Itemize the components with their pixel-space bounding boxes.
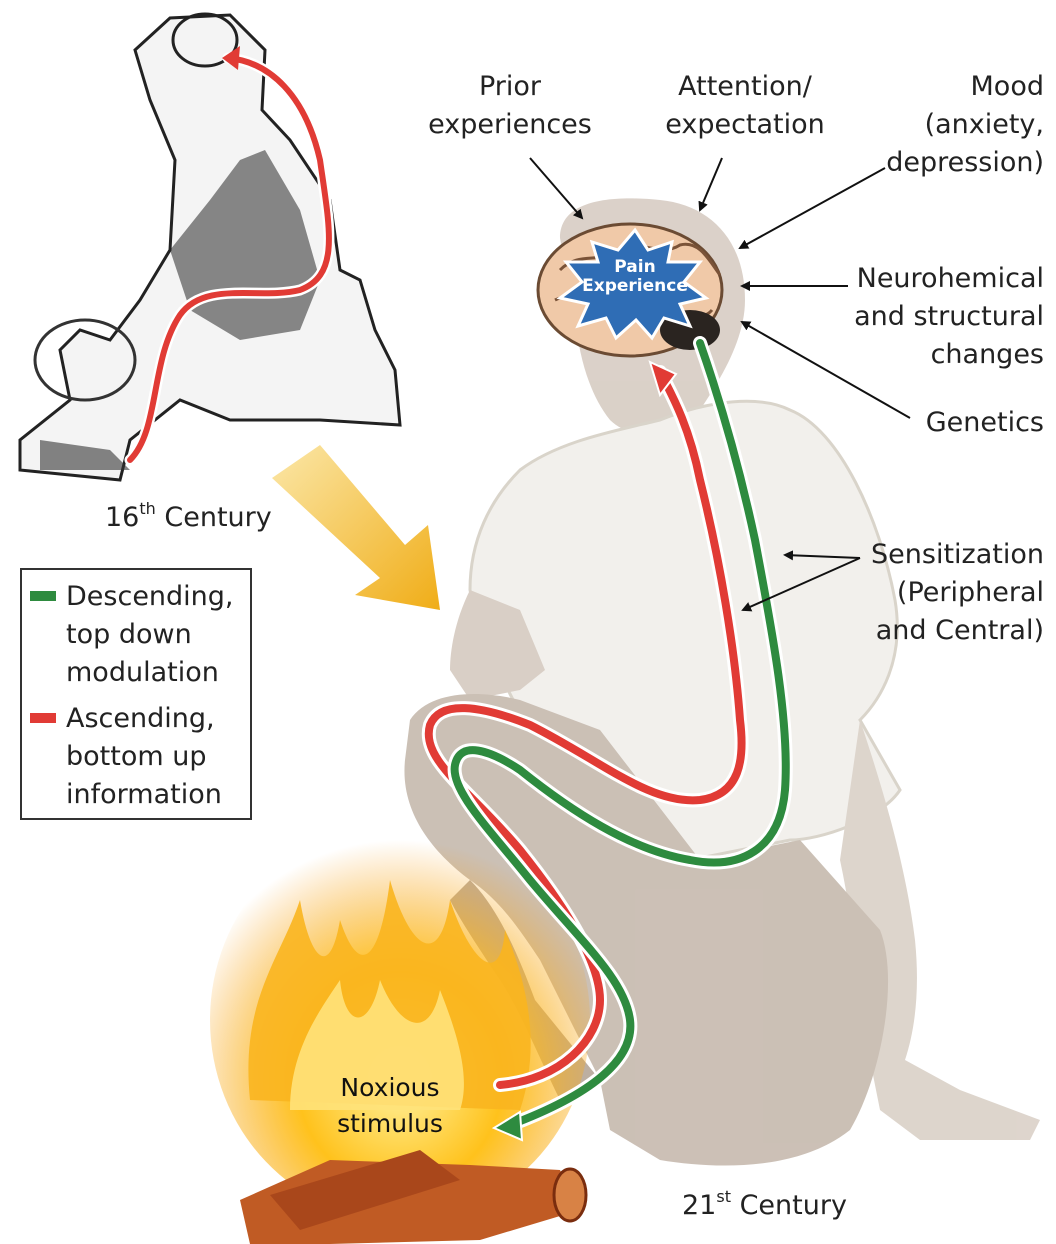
- label-genetics: Genetics: [880, 404, 1044, 442]
- arrow-attention: [700, 158, 722, 210]
- noxious-line2: stimulus: [335, 1106, 445, 1142]
- label-16th-century: 16th Century: [105, 492, 272, 537]
- century21-suffix: st: [716, 1187, 731, 1206]
- pain-experience-label: Pain Experience: [575, 258, 695, 296]
- label-mood-line3: depression): [840, 144, 1044, 182]
- legend-descending-line1: Descending,: [66, 578, 234, 616]
- legend-swatch-ascending: [30, 713, 56, 723]
- label-sensitization-line3: and Central): [830, 612, 1044, 650]
- century16-word: Century: [164, 502, 271, 533]
- legend-ascending-line2: bottom up: [66, 738, 222, 776]
- noxious-line1: Noxious: [335, 1070, 445, 1106]
- legend-ascending-line3: information: [66, 776, 222, 814]
- label-mood: Mood (anxiety, depression): [840, 68, 1044, 182]
- label-mood-line2: (anxiety,: [840, 106, 1044, 144]
- label-mood-line1: Mood: [840, 68, 1044, 106]
- label-21st-century: 21st Century: [682, 1180, 847, 1225]
- legend-text-descending: Descending, top down modulation: [66, 578, 234, 692]
- century21-word: Century: [740, 1190, 847, 1221]
- label-neuro-line1: Neurohemical: [810, 260, 1044, 298]
- label-sensitization-line1: Sensitization: [830, 536, 1044, 574]
- legend-text-ascending: Ascending, bottom up information: [66, 700, 222, 814]
- label-neuro-line2: and structural: [810, 298, 1044, 336]
- label-sensitization-line2: (Peripheral: [830, 574, 1044, 612]
- label-sensitization: Sensitization (Peripheral and Central): [830, 536, 1044, 650]
- label-prior-line2: experiences: [410, 106, 610, 144]
- label-attention-line2: expectation: [640, 106, 850, 144]
- label-prior-experiences: Prior experiences: [410, 68, 610, 144]
- pain-label-line1: Pain: [575, 258, 695, 277]
- label-attention-line1: Attention/: [640, 68, 850, 106]
- label-neuro-line3: changes: [810, 336, 1044, 374]
- legend-descending-line2: top down: [66, 616, 234, 654]
- woodcut-figure: [20, 14, 400, 480]
- transition-arrow: [272, 445, 440, 610]
- century16-suffix: th: [139, 499, 155, 518]
- legend-ascending-line1: Ascending,: [66, 700, 222, 738]
- noxious-stimulus-label: Noxious stimulus: [335, 1070, 445, 1142]
- label-attention-expectation: Attention/ expectation: [640, 68, 850, 144]
- arrow-prior: [530, 158, 582, 218]
- legend: Descending, top down modulation Ascendin…: [20, 568, 252, 820]
- century16-number: 16: [105, 502, 139, 533]
- legend-swatch-descending: [30, 591, 56, 601]
- label-neurochemical: Neurohemical and structural changes: [810, 260, 1044, 374]
- pain-label-line2: Experience: [575, 277, 695, 296]
- label-prior-line1: Prior: [410, 68, 610, 106]
- century21-number: 21: [682, 1190, 716, 1221]
- label-genetics-text: Genetics: [880, 404, 1044, 442]
- legend-descending-line3: modulation: [66, 654, 234, 692]
